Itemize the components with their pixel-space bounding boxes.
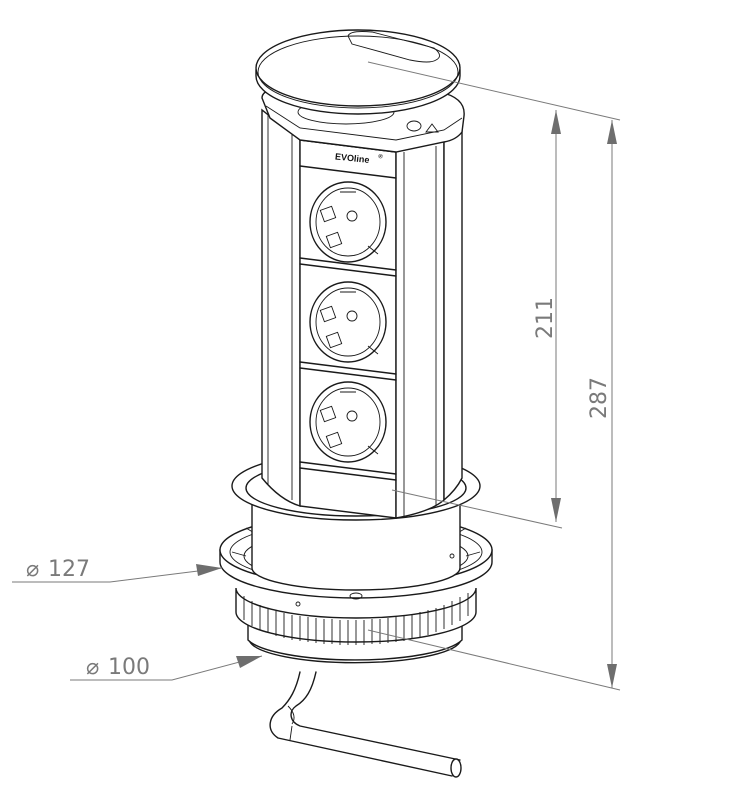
socket-3 [309, 381, 387, 463]
socket-1 [309, 181, 387, 263]
brand-label: EVOline [335, 151, 370, 165]
dimension-label-100: 100 [108, 655, 150, 680]
dimension-211: 211 [367, 61, 621, 529]
power-cable [269, 671, 462, 778]
knurled-ring [235, 587, 477, 645]
diameter-symbol-127: ⌀ [26, 557, 39, 582]
dimension-label-211: 211 [533, 297, 558, 339]
brand-registered-mark: ® [378, 153, 384, 160]
dimension-label-287: 287 [587, 377, 612, 419]
dimension-diameter-100: ⌀ 100 [70, 655, 263, 681]
dimension-287: 287 [367, 120, 621, 691]
diameter-symbol-100: ⌀ [86, 655, 99, 680]
housing-sleeve [251, 499, 461, 591]
lid [255, 29, 461, 115]
socket-2 [309, 281, 387, 363]
dimension-diameter-127: ⌀ 127 [12, 557, 223, 583]
dimension-label-127: 127 [48, 557, 90, 582]
